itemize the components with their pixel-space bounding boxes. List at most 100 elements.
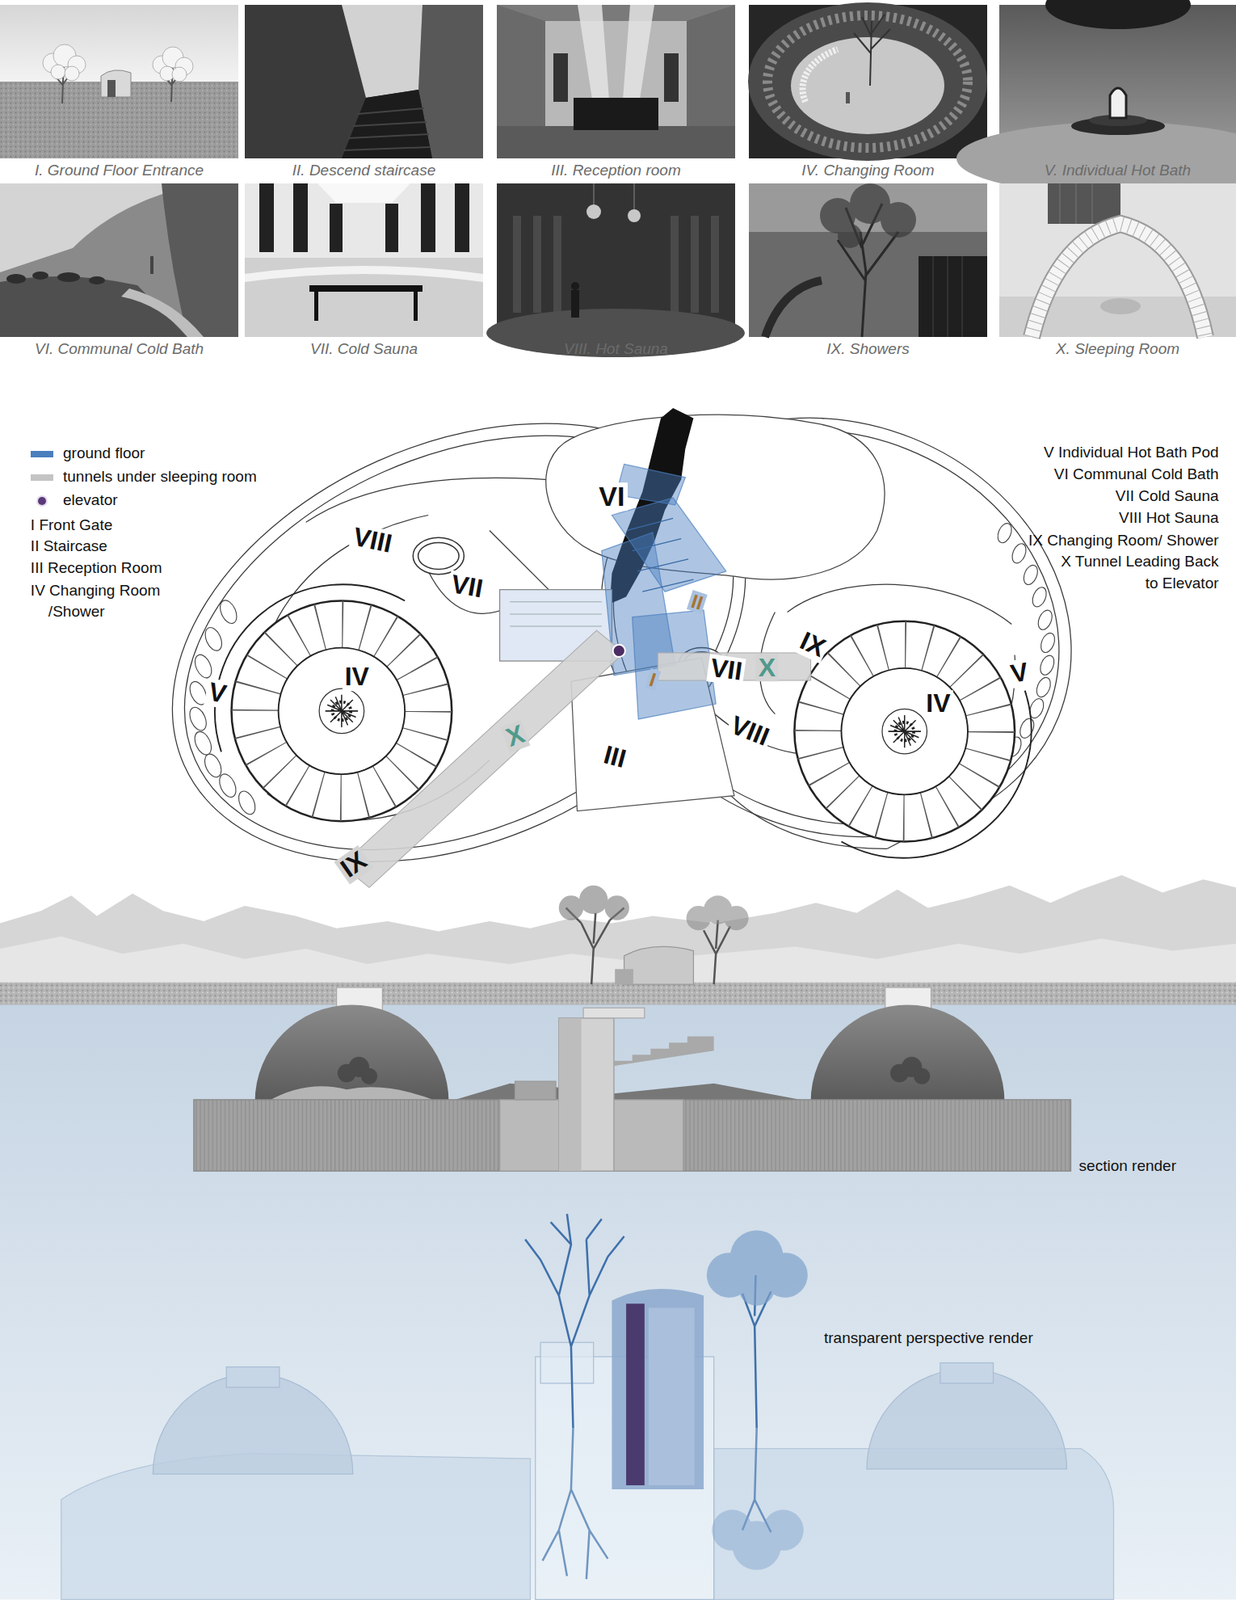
photo-entrance <box>107 79 116 97</box>
photo-cold-sauna <box>413 291 418 321</box>
photo-changing-room <box>802 49 838 102</box>
photo-changing-room <box>748 2 988 161</box>
photo-caption: IV. Changing Room <box>748 161 988 181</box>
legend-text: tunnels under sleeping room <box>63 467 257 487</box>
photo-staircase <box>244 4 484 159</box>
sauna-rings <box>412 537 464 574</box>
bath-pods <box>995 521 1015 545</box>
changing-room <box>278 647 406 775</box>
sauna-rings <box>418 542 459 570</box>
tree-crown <box>361 1067 378 1085</box>
photo-hot-bath <box>956 0 1236 195</box>
photo-caption: V. Individual Hot Bath <box>999 161 1236 181</box>
ghost-dome <box>866 1368 1067 1469</box>
ghost-slab <box>61 1453 531 1600</box>
photo-entrance <box>0 4 239 159</box>
bath-pods <box>201 624 225 653</box>
bath-pods <box>1030 584 1050 609</box>
photo-entrance <box>172 67 187 82</box>
photo-cold-bath <box>6 271 106 285</box>
ghost-tree <box>742 1274 771 1532</box>
photo-entrance <box>50 64 66 80</box>
photo-cold-bath <box>6 273 26 284</box>
photo-staircase <box>418 4 484 159</box>
photo-frame: III. Reception room <box>496 4 736 185</box>
ghost-tree-crown <box>706 1229 808 1305</box>
photo-reception <box>622 4 655 110</box>
note-text: VI Communal Cold Bath <box>1054 463 1220 486</box>
photo-hot-sauna <box>571 281 580 291</box>
tree-crown <box>723 905 749 930</box>
photo-sleeping-room <box>1100 298 1141 315</box>
section-tower <box>559 1017 614 1171</box>
plan-walls <box>306 477 572 522</box>
changing-room <box>794 621 1031 858</box>
photo-caption: II. Descend staircase <box>244 161 484 181</box>
photo-caption: VII. Cold Sauna <box>244 340 484 359</box>
stair-lines <box>626 517 694 592</box>
photo-reception <box>496 4 736 159</box>
photo-reception <box>496 4 736 159</box>
photo-staircase <box>341 89 433 159</box>
bath-pods <box>1038 653 1058 677</box>
callout-number: IX <box>334 845 375 884</box>
photo-reception <box>577 4 610 110</box>
photo-hot-bath <box>1109 88 1127 118</box>
bath-pods <box>1038 630 1058 655</box>
photo-staircase <box>341 4 423 98</box>
changing-room <box>231 601 453 822</box>
legend-swatch <box>30 450 54 458</box>
photo-changing-room <box>767 15 968 148</box>
photo-cold-sauna <box>293 183 308 253</box>
bath-pods <box>1017 716 1038 740</box>
callout-number: III <box>598 739 631 774</box>
changing-room <box>214 584 452 821</box>
photo-sleeping-room <box>1059 183 1093 224</box>
ghost-entrance <box>611 1288 704 1489</box>
callout-number: VIII <box>724 710 776 752</box>
plan-walls <box>489 529 551 592</box>
section-roof <box>613 1083 812 1102</box>
callout-number: V <box>203 677 232 710</box>
photo-hot-sauna <box>486 183 745 358</box>
callout-number: X <box>756 654 778 682</box>
plan-walls <box>787 584 1013 624</box>
photo-frame: I. Ground Floor Entrance <box>0 4 239 185</box>
note-text: II Staircase <box>30 535 108 558</box>
photo-sleeping-room <box>999 183 1236 337</box>
photo-cold-sauna <box>420 183 436 253</box>
note-text: X Tunnel Leading Back to Elevator <box>1053 550 1220 594</box>
ghost-tree <box>542 1427 609 1579</box>
note-text: transparent perspective render <box>824 1327 1034 1350</box>
changing-room <box>888 714 921 748</box>
photo-caption: X. Sleeping Room <box>999 340 1236 359</box>
tree-crown <box>337 1056 378 1085</box>
photo-frame: IV. Changing Room <box>748 4 988 185</box>
elevator-dot <box>613 644 626 657</box>
photo-cold-sauna <box>314 291 319 321</box>
mountains <box>0 874 1236 984</box>
callout-number: V <box>1006 657 1034 689</box>
photo-showers <box>765 280 822 337</box>
photo-cold-sauna <box>259 183 470 253</box>
photo-staircase <box>343 108 431 151</box>
photo-cold-sauna <box>317 183 411 203</box>
photo-caption: IX. Showers <box>748 340 988 359</box>
tree <box>703 920 731 985</box>
tree-crown <box>913 1067 930 1085</box>
photo-hot-sauna <box>593 183 635 210</box>
changing-room <box>817 644 992 819</box>
changing-room <box>332 702 352 721</box>
photo-cold-sauna <box>259 183 274 253</box>
photo-changing-room <box>853 14 891 86</box>
photo-hot-sauna <box>690 215 699 313</box>
photo-hot-sauna <box>586 204 602 219</box>
callout-number: X <box>500 719 530 753</box>
gravel-band <box>0 982 1236 1005</box>
ghost-core <box>540 1341 594 1383</box>
callout-number: I <box>644 668 661 691</box>
note-text: IV Changing Room /Shower <box>30 580 202 623</box>
